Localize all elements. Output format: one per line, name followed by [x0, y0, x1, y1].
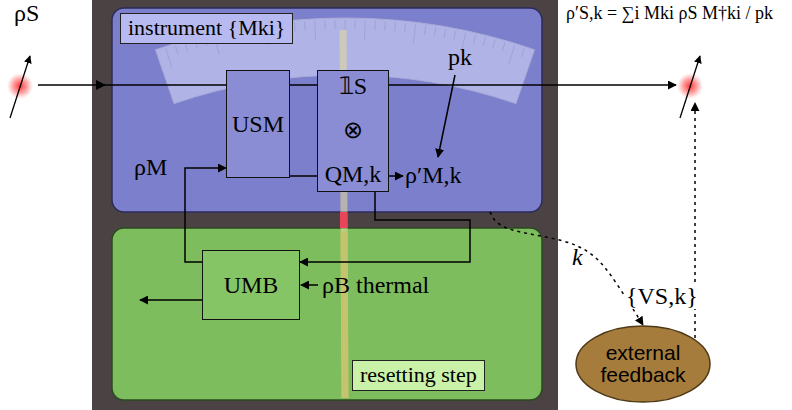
input-arrowhead [96, 80, 106, 90]
node-text: UMB [224, 272, 279, 298]
node-text: ⊗ [343, 117, 363, 143]
measurement-box: 𝟙S ⊗ QM,k [317, 70, 389, 192]
scale-tick [374, 21, 375, 30]
ellipse-shape [576, 326, 710, 402]
math-label: ρ′S,k = ∑i Mki ρS M†ki / pk [566, 4, 788, 24]
connector [290, 84, 317, 86]
math-label: pk [448, 44, 472, 70]
scale-tick [364, 20, 366, 40]
scale-tick [483, 37, 485, 46]
node-text: 𝟙S [339, 73, 367, 99]
node-text: USM [232, 111, 284, 137]
panel-heading: instrument {Mki} [120, 13, 293, 44]
instrument-panel: instrument {Mki} USM 𝟙S ⊗ QM,k [112, 8, 542, 212]
device-housing [92, 0, 558, 410]
scale-tick [394, 22, 396, 31]
edge-label: k [572, 244, 583, 270]
scale-tick [413, 24, 415, 44]
math-label: ρM [134, 154, 167, 180]
system-input-wire [38, 84, 226, 86]
connector [300, 192, 470, 262]
scale-tick [424, 26, 425, 35]
scale-tick [434, 27, 435, 36]
math-label: ρS [14, 0, 39, 26]
bath-input-arrow [301, 284, 318, 286]
input-spin-arrow [10, 56, 30, 118]
meter-output-arrow [389, 175, 403, 177]
math-label: ρB thermal [322, 272, 429, 298]
reset-panel: resetting step UMB [112, 228, 542, 400]
scale-tick [454, 31, 456, 40]
scale-tick [354, 20, 355, 29]
scale-tick [175, 45, 178, 54]
connector [490, 212, 643, 325]
scale-tick [324, 20, 325, 29]
scale-tick [315, 21, 316, 41]
node-text: external feedback [593, 342, 693, 386]
feedback-ellipse: external feedback [575, 325, 711, 403]
scale-tick [334, 20, 335, 29]
meter-wire [288, 175, 317, 177]
scale-tick [521, 48, 524, 57]
scale-tick [509, 45, 515, 64]
scale-tick [384, 21, 386, 30]
instrument-panel [112, 8, 542, 212]
panel-heading: resetting step [352, 360, 485, 391]
node-text: QM,k [325, 161, 382, 187]
connector [185, 168, 226, 262]
math-label: ρ′M,k [405, 162, 462, 188]
bath-output-arrow [140, 299, 202, 301]
scale-tick [502, 42, 504, 51]
scale-tick [473, 35, 475, 44]
needle-lower [344, 232, 345, 398]
scale-tick [294, 22, 296, 31]
reset-panel [112, 228, 542, 400]
unitary-box: UMB [202, 250, 300, 320]
scale-tick [166, 48, 172, 67]
scale-tick [493, 40, 495, 49]
scale-tick [345, 20, 346, 29]
unitary-box: USM [226, 70, 290, 178]
scale-tick [404, 23, 406, 32]
probability-arrow [438, 75, 455, 157]
output-spin-arrow [680, 56, 700, 118]
needle-gap [340, 212, 347, 228]
math-label: {VS,k} [624, 283, 700, 309]
scale-tick [304, 21, 306, 30]
system-output-wire [389, 84, 676, 86]
scale-tick [444, 29, 446, 38]
